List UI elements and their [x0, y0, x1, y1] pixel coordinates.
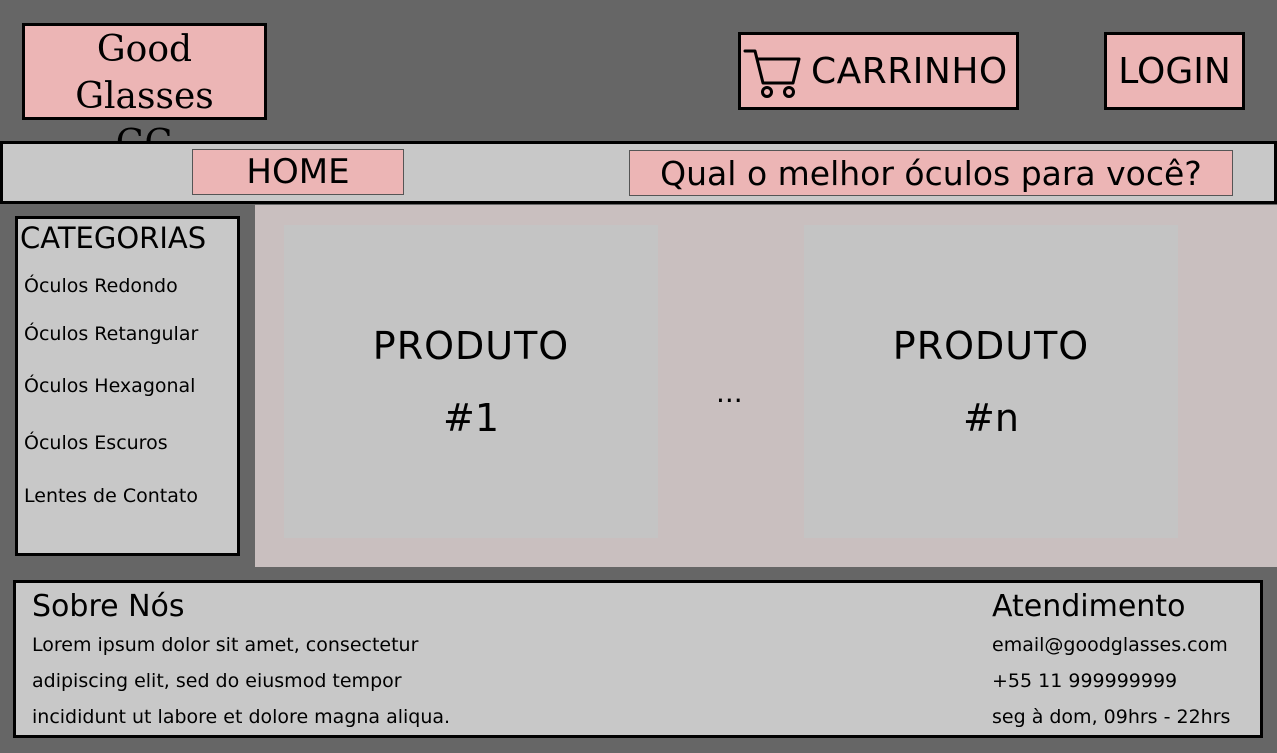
login-button[interactable]: LOGIN	[1104, 32, 1245, 110]
best-glasses-link[interactable]: Qual o melhor óculos para você?	[629, 150, 1233, 196]
product-card-1[interactable]: PRODUTO #1	[284, 225, 658, 538]
product-name: PRODUTO	[892, 323, 1090, 368]
support-phone[interactable]: +55 11 999999999	[992, 670, 1178, 692]
product-number: #n	[963, 395, 1019, 440]
about-text-line: adipiscing elit, sed do eiusmod tempor	[32, 670, 402, 692]
category-item-rectangular[interactable]: Óculos Retangular	[24, 323, 199, 345]
category-item-contact-lenses[interactable]: Lentes de Contato	[24, 485, 198, 507]
product-card-n[interactable]: PRODUTO #n	[804, 225, 1178, 538]
support-hours: seg à dom, 09hrs - 22hrs	[992, 706, 1231, 728]
categories-title: CATEGORIAS	[20, 221, 207, 255]
footer: Sobre Nós Lorem ipsum dolor sit amet, co…	[13, 580, 1263, 738]
category-item-round[interactable]: Óculos Redondo	[24, 275, 178, 297]
cart-button[interactable]: CARRINHO	[738, 32, 1019, 110]
support-email[interactable]: email@goodglasses.com	[992, 634, 1228, 656]
category-item-sunglasses[interactable]: Óculos Escuros	[24, 432, 168, 454]
shopping-cart-icon	[743, 49, 801, 98]
product-name: PRODUTO	[372, 323, 570, 368]
about-text-line: Lorem ipsum dolor sit amet, consectetur	[32, 634, 419, 656]
logo-line-1: Good Glasses	[75, 29, 214, 117]
more-products-ellipsis: ...	[716, 376, 743, 409]
home-button[interactable]: HOME	[192, 149, 404, 195]
categories-sidebar: CATEGORIAS Óculos Redondo Óculos Retangu…	[15, 216, 240, 556]
support-heading: Atendimento	[992, 589, 1186, 624]
site-logo[interactable]: Good Glasses GG	[22, 23, 267, 164]
about-heading: Sobre Nós	[32, 589, 185, 624]
category-item-hexagonal[interactable]: Óculos Hexagonal	[24, 375, 196, 397]
about-text-line: incididunt ut labore et dolore magna ali…	[32, 706, 451, 728]
product-number: #1	[442, 395, 500, 440]
cart-label: CARRINHO	[811, 50, 1008, 92]
